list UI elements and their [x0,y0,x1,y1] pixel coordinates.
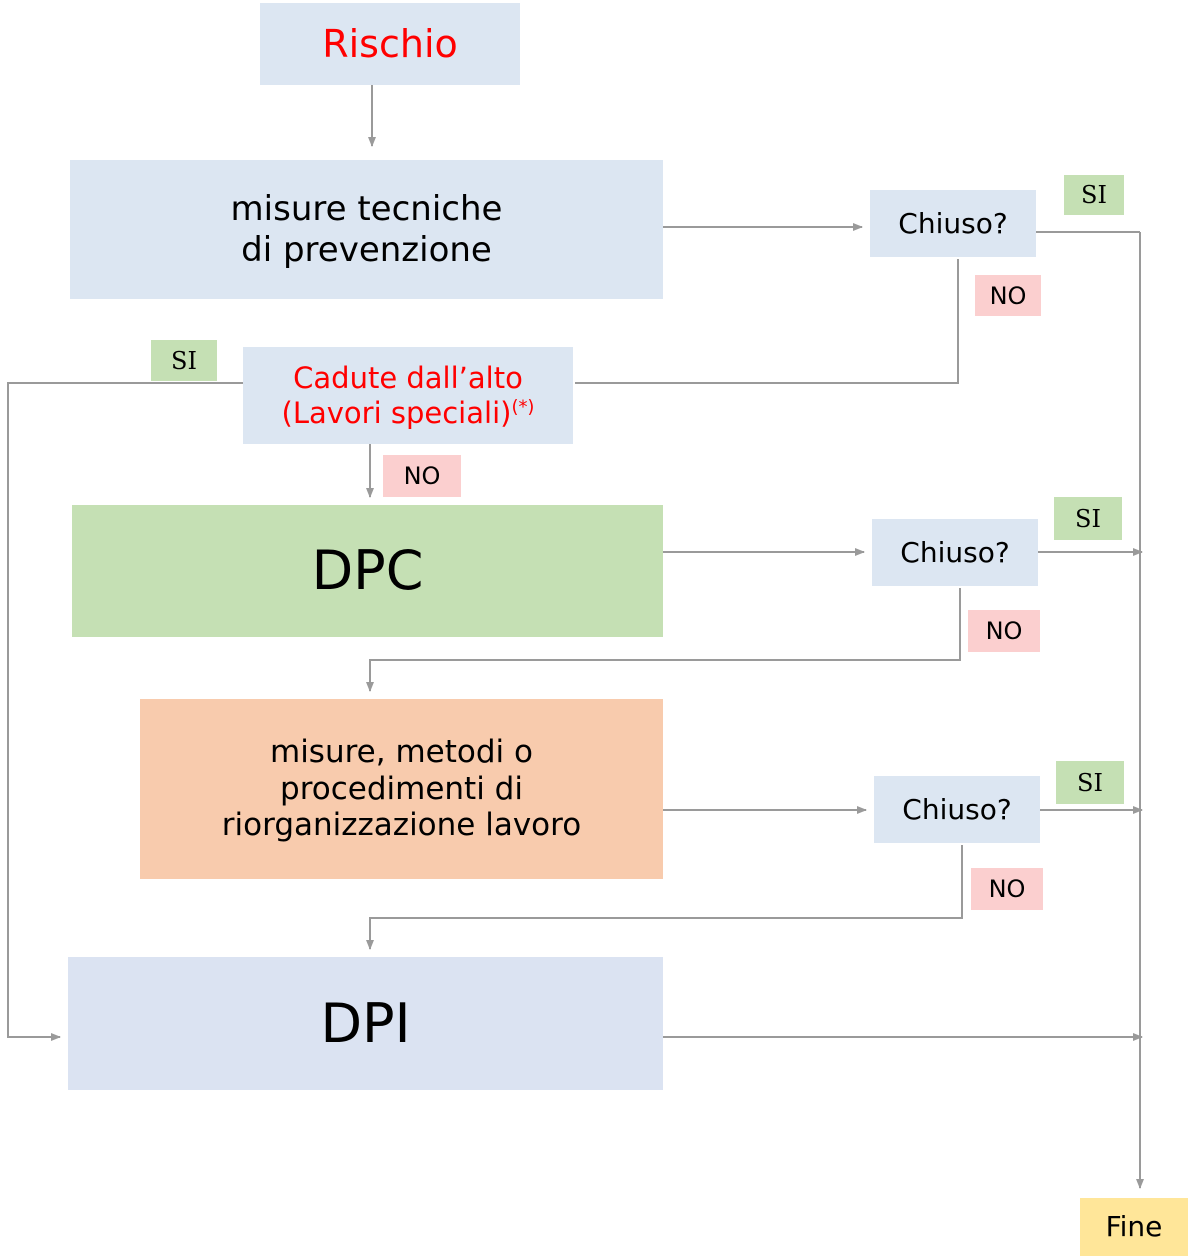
tag-si-chiuso-1: SI [1064,175,1124,215]
node-chiuso-1[interactable]: Chiuso? [870,190,1036,257]
edge-chiuso-2-no-to-misure-metodi [366,588,961,692]
node-misure-tecniche-label: misure tecniche di prevenzione [230,189,503,270]
node-misure-tecniche[interactable]: misure tecniche di prevenzione [70,160,663,299]
node-chiuso-3-label: Chiuso? [902,792,1012,826]
tag-no-cadute: NO [383,455,461,497]
node-rischio-label: Rischio [322,21,458,66]
node-cadute-dall-alto-label: Cadute dall’alto (Lavori speciali)(*) [282,361,535,429]
tag-si-chiuso-3-label: SI [1077,768,1103,797]
node-rischio[interactable]: Rischio [260,3,520,85]
tag-no-chiuso-2: NO [968,610,1040,652]
node-dpc[interactable]: DPC [72,505,663,637]
node-cadute-dall-alto-text: Cadute dall’alto (Lavori speciali) [281,361,523,430]
tag-si-chiuso-2: SI [1054,497,1122,540]
node-dpi[interactable]: DPI [68,957,663,1090]
node-dpc-label: DPC [311,539,424,603]
node-fine-label: Fine [1105,1210,1163,1244]
node-cadute-dall-alto-superscript: (*) [511,395,535,417]
node-chiuso-2[interactable]: Chiuso? [872,519,1038,586]
tag-si-chiuso-1-label: SI [1081,181,1107,209]
tag-no-chiuso-1-label: NO [989,281,1027,310]
edge-chiuso-3-no-to-dpi [366,845,963,950]
edge-cadute-si-to-dpi [7,382,243,1041]
edge-chiuso-1-no-to-cadute [575,259,959,384]
tag-no-chiuso-3-label: NO [988,875,1026,903]
tag-si-cadute: SI [151,340,217,381]
node-misure-metodi-label: misure, metodi o procedimenti di riorgan… [221,734,582,844]
tag-no-chiuso-3: NO [971,868,1043,910]
node-cadute-dall-alto[interactable]: Cadute dall’alto (Lavori speciali)(*) [243,347,573,444]
node-chiuso-3[interactable]: Chiuso? [874,776,1040,843]
tag-si-chiuso-2-label: SI [1075,504,1101,533]
node-chiuso-2-label: Chiuso? [900,535,1010,569]
node-dpi-label: DPI [320,991,411,1055]
tag-si-chiuso-3: SI [1056,761,1124,804]
node-chiuso-1-label: Chiuso? [898,206,1008,240]
tag-no-cadute-label: NO [403,462,441,490]
tag-si-cadute-label: SI [171,346,197,375]
node-misure-metodi[interactable]: misure, metodi o procedimenti di riorgan… [140,699,663,879]
node-fine[interactable]: Fine [1080,1198,1188,1256]
tag-no-chiuso-1: NO [975,275,1041,316]
tag-no-chiuso-2-label: NO [985,617,1023,645]
